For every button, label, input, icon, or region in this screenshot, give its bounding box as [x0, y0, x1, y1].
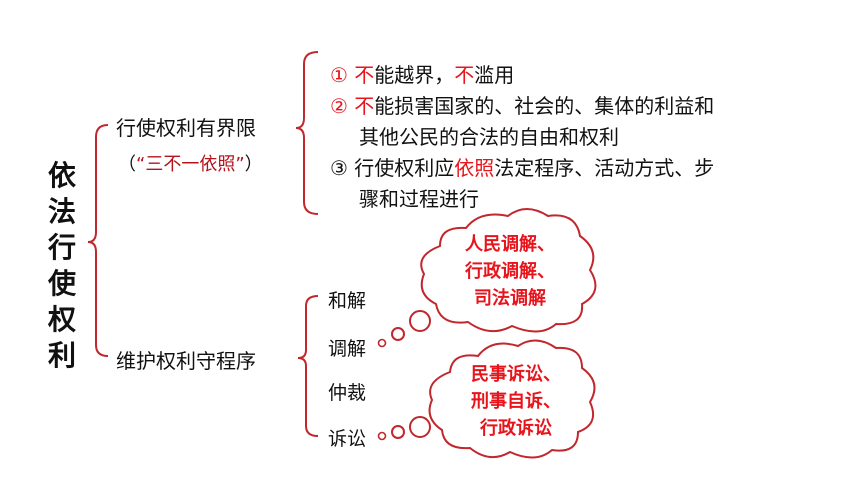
cloud2-bubble-small: [377, 431, 387, 441]
cloud1-line: 人民调解、: [465, 234, 555, 255]
rule-item-2: ② 不能损害国家的、社会的、集体的利益和: [330, 91, 714, 122]
rule-highlight: 依照: [454, 156, 495, 180]
cloud1-bubble-small: [377, 338, 387, 348]
rule-text: 能损害国家的、社会的、集体的利益和: [374, 94, 715, 118]
rule-text: 法定程序、活动方式、步: [494, 156, 715, 180]
rule-highlight: 不: [454, 63, 475, 87]
method-litigation: 诉讼: [328, 428, 367, 450]
branch1-brace: [295, 51, 319, 215]
rule-number: ②: [330, 94, 348, 118]
main-brace: [87, 124, 109, 357]
cloud2-text: 民事诉讼、 刑事自诉、 行政诉讼: [446, 361, 586, 442]
rule-item-2-continued: 其他公民的合法的自由和权利: [359, 125, 619, 149]
cloud2-bubble-large: [409, 416, 431, 438]
cloud2-line: 民事诉讼、: [471, 364, 561, 385]
method-mediation: 调解: [328, 338, 367, 360]
method-settlement: 和解: [328, 290, 367, 312]
cloud1-text: 人民调解、 行政调解、 司法调解: [440, 231, 580, 312]
sublabel-suffix: ）: [244, 154, 263, 175]
cloud1-line: 司法调解: [474, 288, 546, 309]
sublabel-quote: “三不一依照”: [136, 154, 245, 175]
cloud1-shape: [420, 208, 597, 333]
rule-number: ①: [330, 63, 348, 87]
sublabel-prefix: （: [118, 154, 136, 175]
rule-highlight: 不: [354, 63, 375, 87]
cloud2-shape: [428, 339, 596, 459]
rule-text: 行使权利应: [354, 156, 455, 180]
rule-text: 能越界，: [374, 63, 455, 87]
rule-item-3-continued: 骤和过程进行: [359, 187, 479, 211]
rule-item-3: ③ 行使权利应依照法定程序、活动方式、步: [330, 153, 714, 184]
branch2-label: 维护权利守程序: [116, 349, 256, 373]
rule-highlight: 不: [354, 94, 375, 118]
cloud2-bubble-mid: [391, 425, 405, 439]
branch2-brace: [297, 295, 319, 437]
cloud1-line: 行政调解、: [465, 261, 555, 282]
cloud2-line: 刑事自诉、: [471, 391, 561, 412]
cloud1-bubble-large: [409, 310, 431, 332]
branch1-sublabel: （“三不一依照”）: [118, 150, 263, 176]
main-title: 依法行使权利: [47, 159, 76, 372]
branch1-label: 行使权利有界限: [116, 116, 256, 140]
rule-text: 滥用: [474, 63, 515, 87]
rule-number: ③: [330, 156, 348, 180]
cloud1-bubble-mid: [391, 327, 405, 341]
method-arbitration: 仲裁: [328, 382, 367, 404]
cloud2-line: 行政诉讼: [480, 418, 552, 439]
rule-item-1: ① 不能越界，不滥用: [330, 60, 514, 91]
